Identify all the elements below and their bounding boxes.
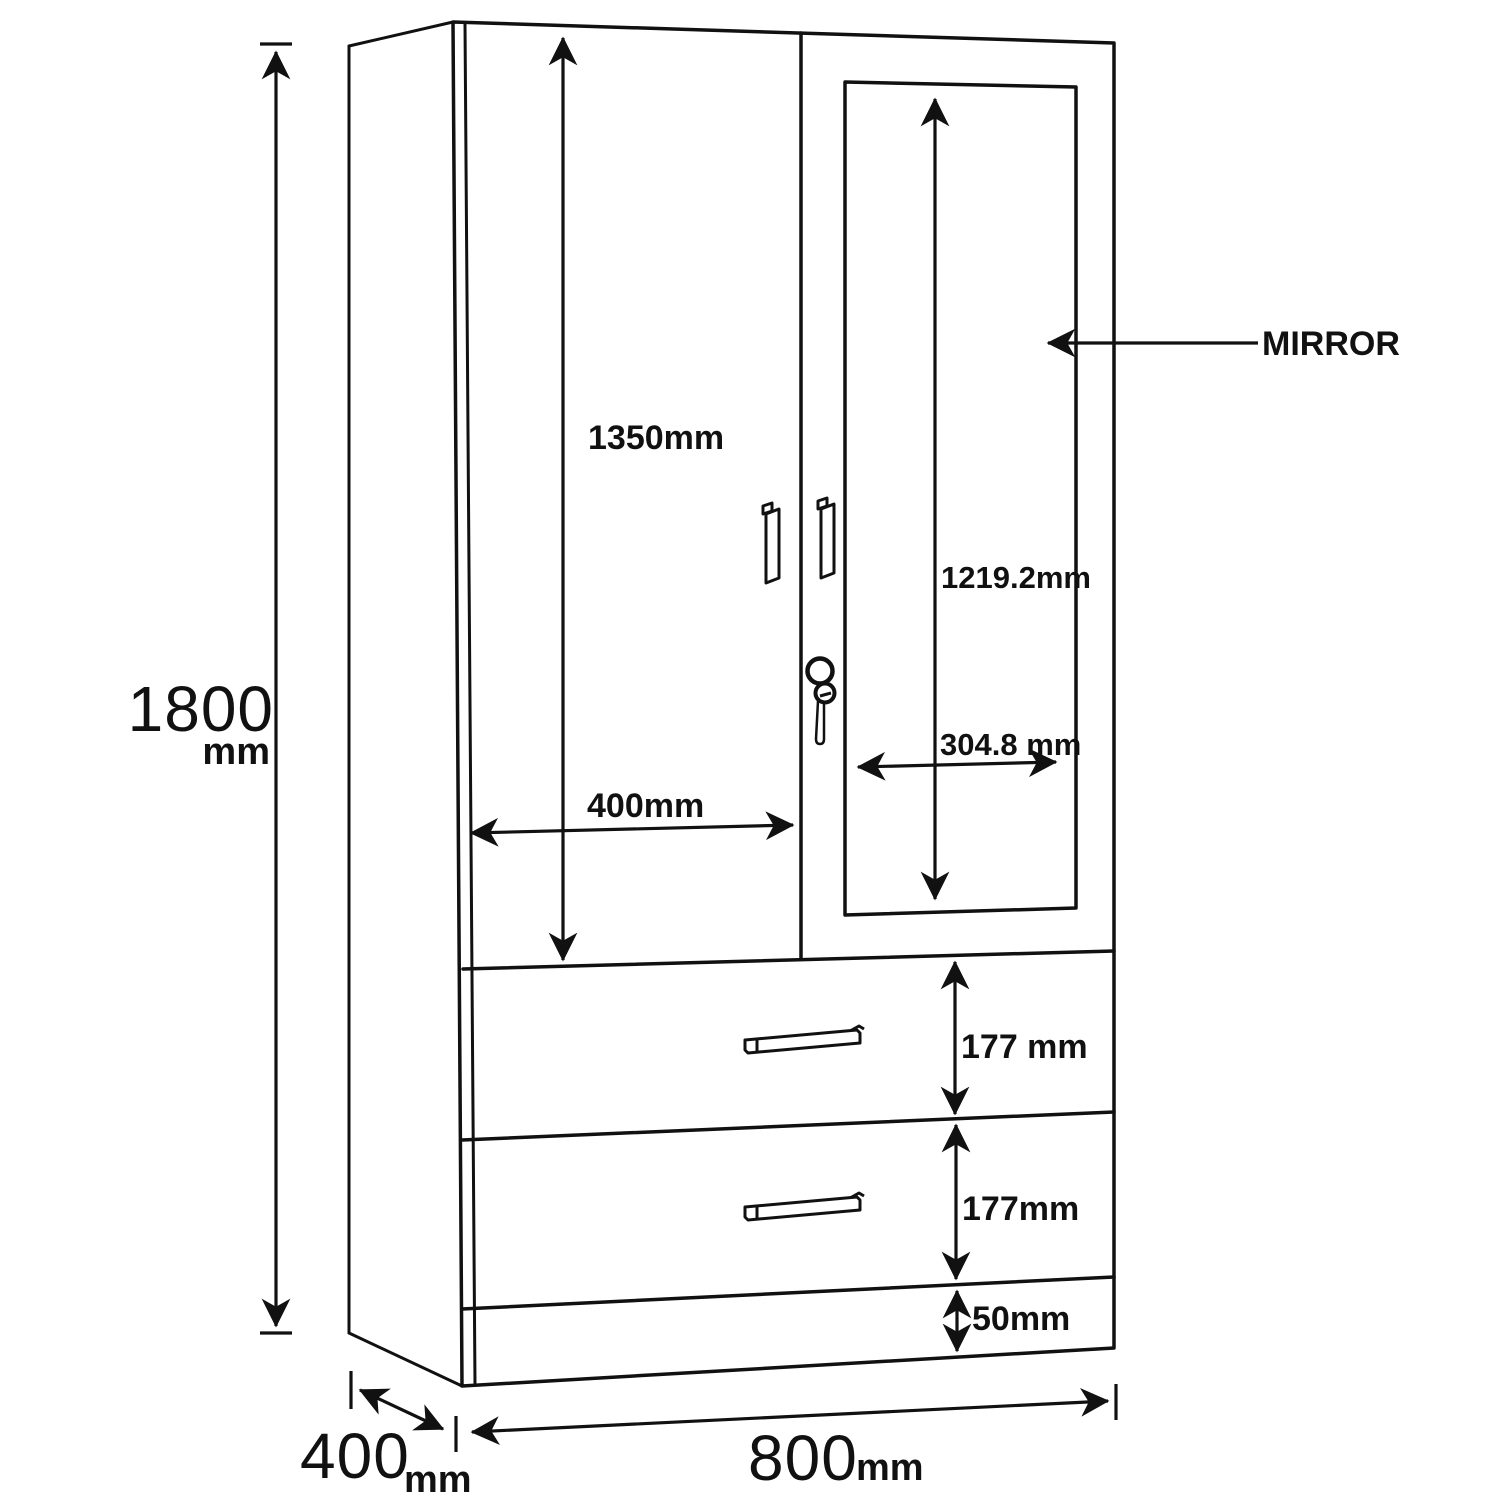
depth-dim-arrow bbox=[358, 1388, 445, 1431]
overall-width-value-label: 800 bbox=[748, 1422, 858, 1494]
mirror-height-label: 1219.2mm bbox=[941, 560, 1091, 595]
drawer-2-handle-icon bbox=[743, 1191, 865, 1222]
door-handle-right-icon bbox=[816, 496, 836, 580]
plinth-top-edge bbox=[460, 1275, 1116, 1311]
door-handle-left-icon bbox=[761, 501, 781, 585]
plinth-height-label: 50mm bbox=[972, 1300, 1070, 1338]
wardrobe-hardware bbox=[743, 496, 865, 1222]
drawer1-height-label: 177 mm bbox=[961, 1028, 1088, 1066]
overall-depth-value-label: 400 bbox=[300, 1420, 410, 1492]
lock-key-icon bbox=[805, 656, 837, 746]
door-width-dim-arrow bbox=[469, 811, 795, 847]
mirror-panel bbox=[843, 80, 1078, 917]
front-face bbox=[451, 20, 1116, 1388]
side-panel-top-edge bbox=[347, 20, 455, 48]
door-width-label: 400mm bbox=[587, 787, 704, 825]
front-left-inner-edge bbox=[463, 22, 477, 1387]
overall-height-unit-label: mm bbox=[202, 731, 270, 773]
door-height-label: 1350mm bbox=[588, 419, 724, 457]
dimension-labels: 1800 mm 1350mm 400mm 1219.2mm 304.8 mm M… bbox=[128, 325, 1400, 1500]
overall-depth-unit-label: mm bbox=[404, 1459, 472, 1500]
drawer-1-handle-icon bbox=[743, 1024, 865, 1055]
door-bottom-edge bbox=[461, 949, 1116, 971]
side-panel-bottom-edge bbox=[347, 1331, 464, 1388]
wardrobe-outline bbox=[347, 20, 1116, 1388]
mirror-width-label: 304.8 mm bbox=[940, 727, 1081, 762]
drawer-divider-edge bbox=[460, 1110, 1116, 1142]
mirror-callout-label: MIRROR bbox=[1262, 325, 1400, 363]
mirror-width-dim-arrow bbox=[856, 748, 1058, 781]
width-dim-arrow bbox=[470, 1387, 1110, 1446]
overall-height-value-label: 1800 bbox=[128, 673, 274, 745]
overall-width-unit-label: mm bbox=[856, 1447, 924, 1489]
drawer2-height-label: 177mm bbox=[962, 1190, 1079, 1228]
dimension-lines bbox=[260, 36, 1258, 1452]
